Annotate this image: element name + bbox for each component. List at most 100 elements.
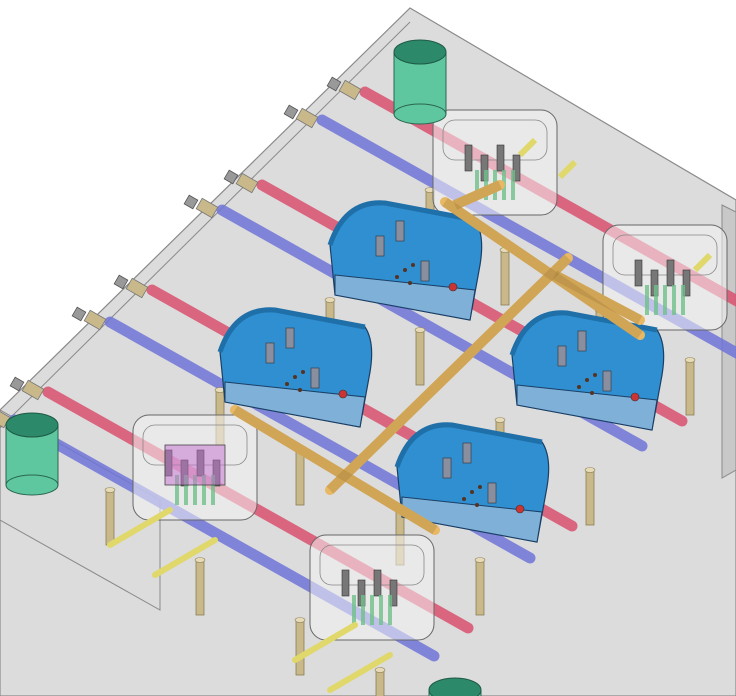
support-pin xyxy=(585,469,595,526)
pin-top xyxy=(684,357,696,363)
support-pin xyxy=(475,559,485,616)
support-pin xyxy=(685,359,695,416)
yellow-connector xyxy=(292,622,358,663)
ejector-pin xyxy=(681,285,685,315)
core-pin xyxy=(373,569,382,597)
support-pin xyxy=(195,559,205,616)
cavity-rim xyxy=(327,200,476,246)
support-pin xyxy=(375,669,385,696)
ejector-pin xyxy=(663,285,667,315)
cavity-core-pin xyxy=(420,260,430,282)
cavity-core-pin xyxy=(375,235,385,257)
pin-top xyxy=(474,557,486,563)
guide-cylinders xyxy=(5,39,482,696)
cavity-hole xyxy=(301,370,305,374)
cavity-hole xyxy=(593,373,597,377)
pipe-fitting xyxy=(21,379,45,401)
cavity-core-pin xyxy=(310,367,320,389)
ejector-pin xyxy=(475,170,479,200)
pin-top xyxy=(494,417,506,423)
guide-cylinder-top xyxy=(5,412,59,438)
pipe-connector xyxy=(9,376,25,392)
yellow-connector xyxy=(517,137,538,158)
core-pin xyxy=(341,569,350,597)
cavity-hole xyxy=(298,388,302,392)
core-pin xyxy=(682,269,691,297)
cavity-core-pin xyxy=(265,342,275,364)
pin-top xyxy=(414,327,426,333)
pin-top xyxy=(104,487,116,493)
cavity-hole xyxy=(475,503,479,507)
pipe-connector xyxy=(113,274,129,290)
cavity-core-pin xyxy=(462,442,472,464)
glass-insert-rim xyxy=(319,544,425,586)
ejector-pin xyxy=(379,595,383,625)
cavity-core-pin xyxy=(285,327,295,349)
ejector-pin xyxy=(184,475,188,505)
ejector-pin xyxy=(370,595,374,625)
electronics-component xyxy=(164,444,226,486)
runner-shade xyxy=(552,270,643,325)
ejector-pin xyxy=(511,170,515,200)
cavity-gate-marker xyxy=(338,389,348,399)
pipe-fitting xyxy=(295,107,319,129)
cavity-hole xyxy=(408,281,412,285)
yellow-connector xyxy=(692,252,713,273)
core-pin xyxy=(496,144,505,172)
cavity-rim xyxy=(217,307,366,353)
support-pin xyxy=(415,329,425,386)
cavity-gate-marker xyxy=(515,504,525,514)
pipe-fitting xyxy=(338,79,362,101)
pipe-fitting xyxy=(235,172,259,194)
core-pin xyxy=(666,259,675,287)
pipe-fitting xyxy=(125,277,149,299)
blue-cavity-blocks xyxy=(217,200,665,543)
cavity-hole xyxy=(478,485,482,489)
cavity-hole xyxy=(585,378,589,382)
cavity-core-pin xyxy=(395,220,405,242)
cavity-core-pin xyxy=(602,370,612,392)
cavity-core-pin xyxy=(577,330,587,352)
core-pin xyxy=(389,579,398,607)
pipe-connector xyxy=(71,306,87,322)
cavity-core-pin xyxy=(487,482,497,504)
cavity-hole xyxy=(285,382,289,386)
glass-insert-body xyxy=(602,224,728,331)
cavity-front-face xyxy=(516,384,658,431)
cavity-gate-marker xyxy=(448,282,458,292)
runner-bar xyxy=(450,180,505,210)
cavity-front-face xyxy=(334,274,476,321)
runner-bar xyxy=(440,197,645,340)
runner-bar xyxy=(230,405,440,535)
runner-shade xyxy=(326,254,572,494)
ejector-pin xyxy=(202,475,206,505)
support-pin xyxy=(295,449,305,506)
cavity-hole xyxy=(403,268,407,272)
cavity-hole xyxy=(462,497,466,501)
support-pin xyxy=(105,489,115,546)
cavity-hole xyxy=(411,263,415,267)
runner-bar xyxy=(550,270,645,325)
guide-cylinder-bottom xyxy=(5,474,59,496)
ejector-pin xyxy=(388,595,392,625)
runner-bar xyxy=(325,253,573,495)
cavity-rim xyxy=(509,310,658,356)
yellow-connector xyxy=(557,159,578,180)
glass-insert-rim xyxy=(612,234,718,276)
cavity-hole xyxy=(293,375,297,379)
yellow-connector xyxy=(327,652,393,693)
yellow-connector xyxy=(152,537,218,578)
runner-shade xyxy=(232,405,438,535)
ejector-pin xyxy=(484,170,488,200)
pin-top xyxy=(584,467,596,473)
runner-system xyxy=(107,137,713,693)
cavity-front-face xyxy=(224,381,366,428)
glass-insert-body xyxy=(309,534,435,641)
runner-shade xyxy=(442,197,643,340)
pipe-fitting xyxy=(83,309,107,331)
core-pin xyxy=(512,154,521,182)
ejector-pin xyxy=(211,475,215,505)
cavity-hole xyxy=(590,391,594,395)
